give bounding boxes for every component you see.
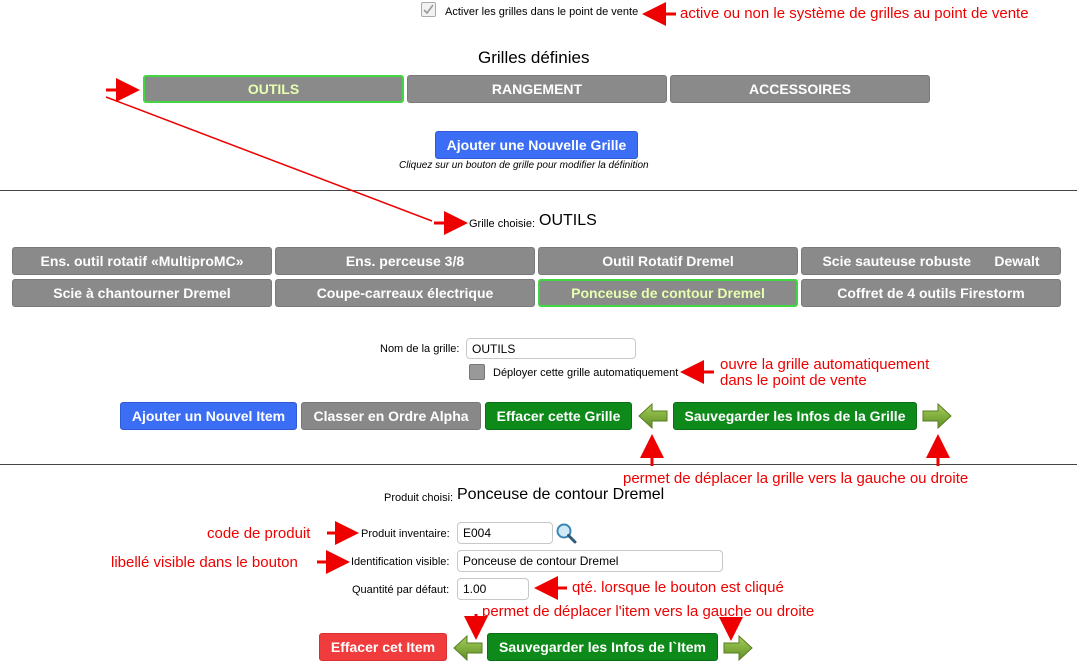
activate-note: active ou non le système de grilles au p… xyxy=(680,5,1029,22)
move-item-left-icon[interactable] xyxy=(452,634,484,662)
chosen-grid-value: OUTILS xyxy=(539,212,597,229)
qty-input[interactable]: 1.00 xyxy=(457,578,529,600)
item-button[interactable]: Ens. perceuse 3/8 xyxy=(275,247,535,275)
delete-grid-button[interactable]: Effacer cette Grille xyxy=(485,402,632,430)
search-icon[interactable] xyxy=(555,522,577,544)
visible-input[interactable]: Ponceuse de contour Dremel xyxy=(457,550,723,572)
code-note: code de produit xyxy=(207,525,311,542)
grids-hint: Cliquez sur un bouton de grille pour mod… xyxy=(399,160,649,171)
item-button[interactable]: Scie à chantourner Dremel xyxy=(12,279,272,307)
grid-button-rangement[interactable]: RANGEMENT xyxy=(407,75,667,103)
sort-alpha-button[interactable]: Classer en Ordre Alpha xyxy=(301,402,481,430)
inventory-label: Produit inventaire: xyxy=(361,528,450,540)
chosen-product-label: Produit choisi: xyxy=(384,492,454,504)
move-grid-note: permet de déplacer la grille vers la gau… xyxy=(623,470,969,487)
move-item-right-icon[interactable] xyxy=(722,634,754,662)
move-grid-left-icon[interactable] xyxy=(637,402,669,430)
grid-button-accessoires[interactable]: ACCESSOIRES xyxy=(670,75,930,103)
grid-button-outils[interactable]: OUTILS xyxy=(143,75,404,103)
item-button[interactable]: Outil Rotatif Dremel xyxy=(538,247,798,275)
save-grid-button[interactable]: Sauvegarder les Infos de la Grille xyxy=(673,402,917,430)
activate-label: Activer les grilles dans le point de ven… xyxy=(445,6,639,18)
delete-item-button[interactable]: Effacer cet Item xyxy=(319,633,447,661)
move-grid-right-icon[interactable] xyxy=(921,402,953,430)
grid-name-label: Nom de la grille: xyxy=(380,343,460,355)
item-button[interactable]: Coupe-carreaux électrique xyxy=(275,279,535,307)
divider-1 xyxy=(0,190,1077,191)
divider-2 xyxy=(0,464,1077,465)
grid-name-input[interactable]: OUTILS xyxy=(466,338,636,359)
save-item-button[interactable]: Sauvegarder les Infos de l`Item xyxy=(487,633,718,661)
deploy-note-2: dans le point de vente xyxy=(720,372,867,389)
deploy-checkbox[interactable] xyxy=(469,364,485,380)
qty-note: qté. lorsque le bouton est cliqué xyxy=(572,579,784,596)
check-icon xyxy=(423,4,434,15)
visible-note: libellé visible dans le bouton xyxy=(111,554,298,571)
item-button[interactable]: Ens. outil rotatif «MultiproMC» xyxy=(12,247,272,275)
inventory-input[interactable]: E004 xyxy=(457,522,553,544)
deploy-note-1: ouvre la grille automatiquement xyxy=(720,356,930,373)
add-item-button[interactable]: Ajouter un Nouvel Item xyxy=(120,402,297,430)
item-button[interactable]: Coffret de 4 outils Firestorm xyxy=(801,279,1061,307)
add-grid-button[interactable]: Ajouter une Nouvelle Grille xyxy=(435,131,638,159)
chosen-grid-label: Grille choisie: xyxy=(469,218,536,230)
item-button-selected[interactable]: Ponceuse de contour Dremel xyxy=(538,279,798,307)
move-item-note: permet de déplacer l'item vers la gauche… xyxy=(482,603,815,620)
grids-title: Grilles définies xyxy=(478,48,590,67)
visible-label: Identification visible: xyxy=(351,556,450,568)
qty-label: Quantité par défaut: xyxy=(352,584,450,596)
deploy-label: Déployer cette grille automatiquement xyxy=(493,367,679,379)
chosen-product-value: Ponceuse de contour Dremel xyxy=(457,486,665,503)
item-button[interactable]: Scie sauteuse robuste Dewalt xyxy=(801,247,1061,275)
activate-checkbox[interactable] xyxy=(421,2,436,17)
